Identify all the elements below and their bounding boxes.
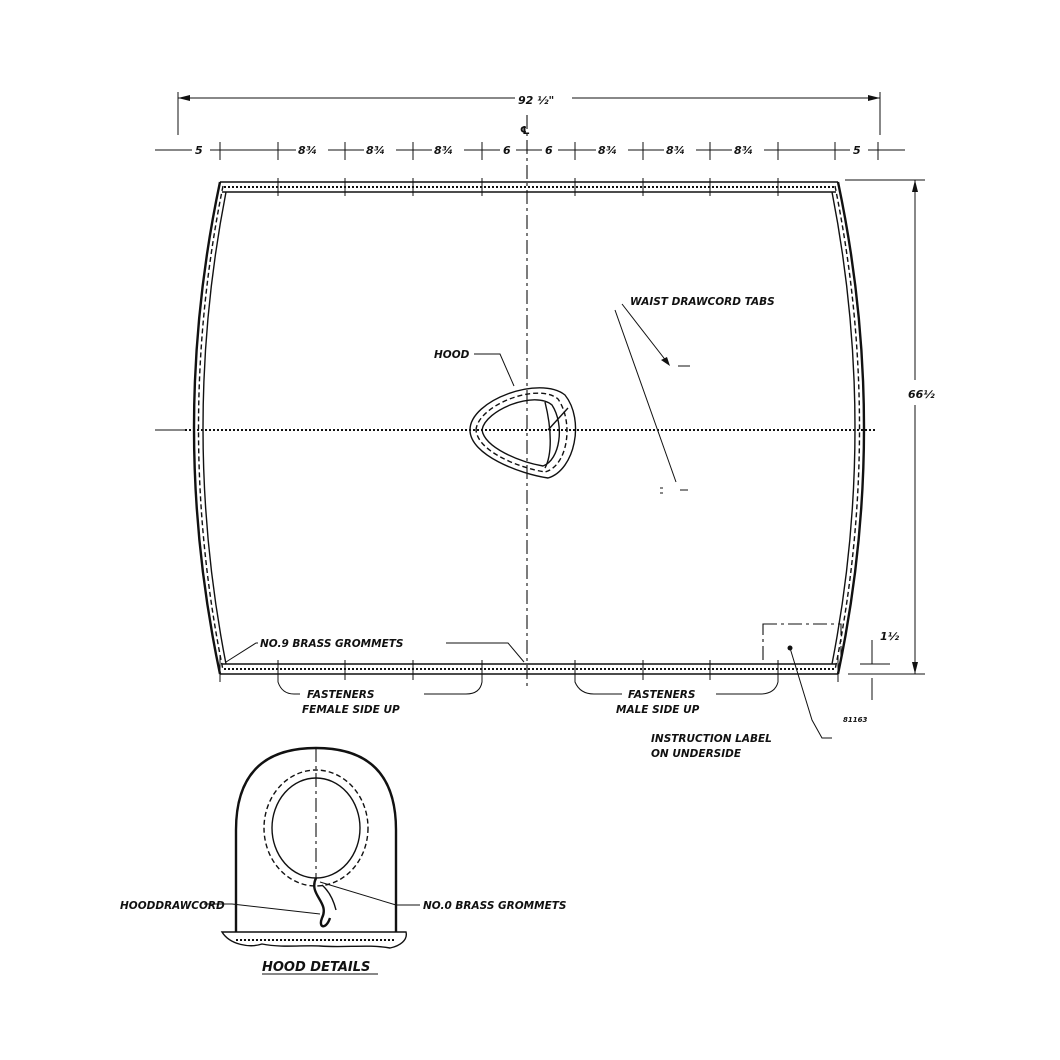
segment-label-4: 8¾ [434,144,453,157]
hood-details: HOODDRAWCORD NO.0 BRASS GROMMETS HOOD DE… [120,746,566,975]
fasteners-female-label-1: FASTENERS [307,689,374,701]
bottom-offset-label: 1½ [880,630,900,643]
segment-label-5: 6 [503,144,511,157]
overall-width-label: 92 ½" [518,94,554,107]
fasteners-female-callout: FASTENERS FEMALE SIDE UP [277,674,483,716]
bottom-offset-dimension: 1½ [860,630,900,700]
segment-label-2: 8¾ [298,144,317,157]
height-label: 66½ [908,388,935,401]
brass-grommets-no9-label: NO.9 BRASS GROMMETS [260,638,403,650]
segment-label-8: 8¾ [666,144,685,157]
instruction-label-2: ON UNDERSIDE [651,748,742,760]
hood-details-title: HOOD DETAILS [262,960,370,975]
height-dimension: 66½ [845,179,935,675]
hood-label: HOOD [434,349,470,361]
poncho-body [192,178,866,682]
brass-grommets-no9-callout: NO.9 BRASS GROMMETS [225,638,525,663]
centerline-symbol: ℄ [520,124,530,137]
waist-drawcord-tabs-callout: WAIST DRAWCORD TABS [614,296,775,494]
drawing-number: 81163 [843,716,867,724]
segment-label-10: 5 [853,144,861,157]
fasteners-male-callout: FASTENERS MALE SIDE UP [574,674,779,716]
fasteners-male-label-2: MALE SIDE UP [616,704,700,716]
hood-callout: HOOD [434,349,515,387]
hood-opening [469,387,577,479]
segment-label-9: 8¾ [734,144,753,157]
center-lines [155,115,875,690]
segment-label-1: 5 [195,144,203,157]
brass-grommets-no0-label: NO.0 BRASS GROMMETS [423,900,566,912]
waist-drawcord-tabs-label: WAIST DRAWCORD TABS [630,296,775,308]
instruction-label-1: INSTRUCTION LABEL [651,733,772,745]
segment-dimension-row: 5 8¾ 8¾ 8¾ 6 6 8¾ 8¾ 8¾ 5 ℄ [155,124,905,160]
overall-width-dimension: 92 ½" [177,92,881,135]
segment-label-3: 8¾ [366,144,385,157]
fasteners-female-label-2: FEMALE SIDE UP [302,704,400,716]
hood-drawcord-label: HOODDRAWCORD [120,900,225,912]
segment-label-7: 8¾ [598,144,617,157]
fasteners-male-label-1: FASTENERS [628,689,695,701]
instruction-label-callout: INSTRUCTION LABEL ON UNDERSIDE 81163 [651,623,867,760]
segment-label-6: 6 [545,144,553,157]
